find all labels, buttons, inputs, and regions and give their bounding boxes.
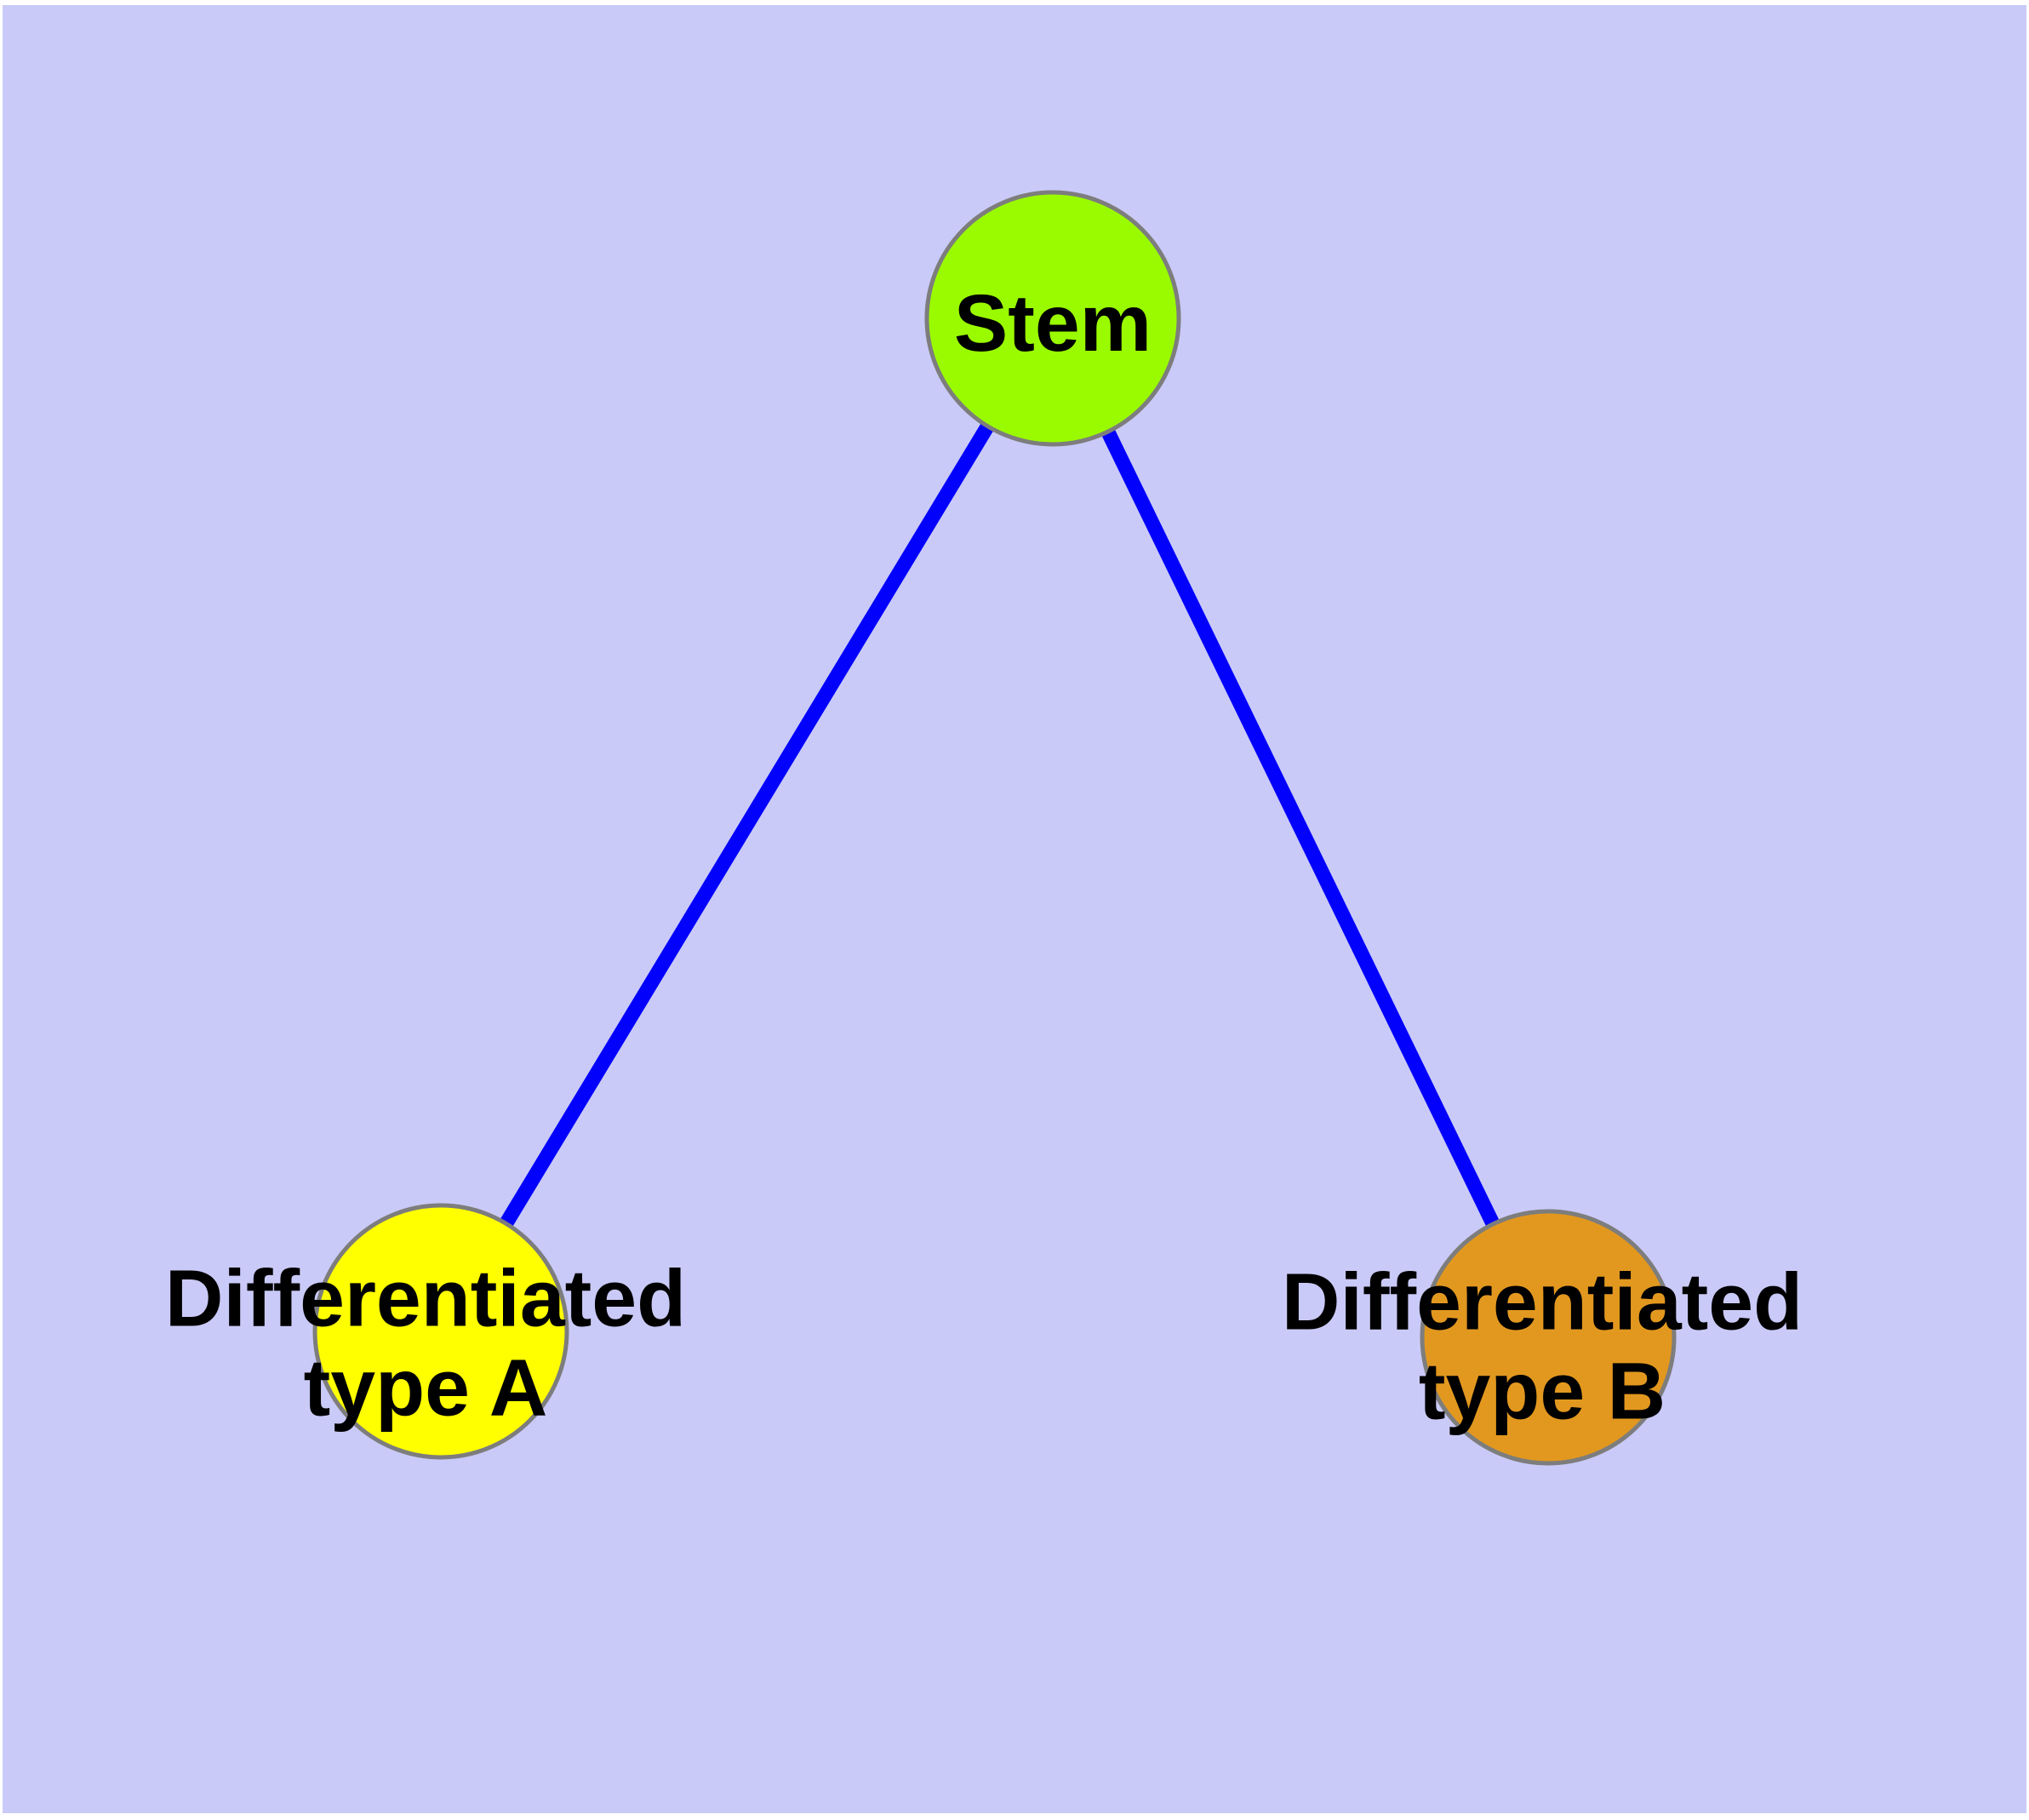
node-type-b-circle: [1420, 1209, 1677, 1466]
label-line: type A: [303, 1342, 548, 1433]
edge-stem-to-type-a: [434, 314, 1060, 1336]
edge-stem-to-type-b: [1046, 315, 1555, 1341]
label-line: Differentiated: [1281, 1256, 1803, 1348]
label-line: type B: [1418, 1346, 1666, 1436]
node-stem-circle: [924, 190, 1181, 447]
label-line: Stem: [953, 278, 1152, 369]
label-line: Differentiated: [164, 1253, 687, 1344]
node-type-a-label: Differentiated type A: [164, 1253, 687, 1433]
node-type-a-circle: [312, 1203, 569, 1460]
node-stem-label: Stem: [954, 279, 1152, 369]
node-type-b-label: Differentiated type B: [1281, 1256, 1803, 1436]
